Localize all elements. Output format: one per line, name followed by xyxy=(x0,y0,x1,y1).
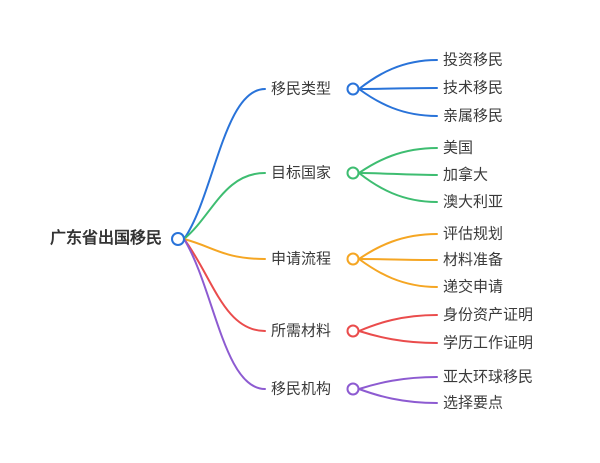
leaf-node-family-immigration[interactable]: 亲属移民 xyxy=(443,107,504,125)
branch-node-agencies[interactable]: 移民机构 xyxy=(271,380,332,398)
edge-root-to-branch-target-countries xyxy=(183,172,266,240)
branch-node-toggle-application-process[interactable] xyxy=(346,252,360,266)
edge-branch2-leaf1 xyxy=(358,258,438,261)
leaf-node-australia[interactable]: 澳大利亚 xyxy=(443,193,504,211)
leaf-node-investment-immigration[interactable]: 投资移民 xyxy=(443,51,504,69)
edge-branch2-leaf2 xyxy=(358,258,438,288)
edge-branch4-leaf1 xyxy=(358,388,438,404)
branch-node-target-countries[interactable]: 目标国家 xyxy=(271,164,332,182)
edge-root-to-branch-agencies xyxy=(183,238,266,390)
edge-branch1-leaf2 xyxy=(358,172,438,203)
edge-root-to-branch-application-process xyxy=(183,238,266,260)
edge-root-to-branch-immigration-types xyxy=(183,88,266,240)
edge-branch4-leaf0 xyxy=(358,376,438,390)
branch-node-toggle-target-countries[interactable] xyxy=(346,166,360,180)
leaf-node-submit-application[interactable]: 递交申请 xyxy=(443,278,504,296)
branch-node-required-materials[interactable]: 所需材料 xyxy=(271,322,332,340)
edge-branch3-leaf1 xyxy=(358,330,438,344)
leaf-node-canada[interactable]: 加拿大 xyxy=(443,166,489,184)
root-node-label[interactable]: 广东省出国移民 xyxy=(50,230,163,247)
leaf-node-material-preparation[interactable]: 材料准备 xyxy=(443,251,504,269)
branch-node-toggle-required-materials[interactable] xyxy=(346,324,360,338)
leaf-node-yatai-global-immigration[interactable]: 亚太环球移民 xyxy=(443,368,534,386)
edge-root-to-branch-required-materials xyxy=(183,238,266,332)
edge-branch3-leaf0 xyxy=(358,314,438,332)
edge-branch1-leaf1 xyxy=(358,172,438,176)
leaf-node-education-work-proof[interactable]: 学历工作证明 xyxy=(443,334,534,352)
edge-branch0-leaf1 xyxy=(358,87,438,90)
leaf-node-assessment-planning[interactable]: 评估规划 xyxy=(443,225,504,243)
edge-branch0-leaf0 xyxy=(358,59,438,90)
root-node-toggle[interactable] xyxy=(171,232,185,246)
branch-node-immigration-types[interactable]: 移民类型 xyxy=(271,80,332,98)
leaf-node-selection-points[interactable]: 选择要点 xyxy=(443,394,504,412)
branch-node-toggle-agencies[interactable] xyxy=(346,382,360,396)
leaf-node-usa[interactable]: 美国 xyxy=(443,139,474,157)
branch-node-application-process[interactable]: 申请流程 xyxy=(271,250,332,268)
edge-branch0-leaf2 xyxy=(358,88,438,117)
edge-branch1-leaf0 xyxy=(358,147,438,174)
branch-node-toggle-immigration-types[interactable] xyxy=(346,82,360,96)
leaf-node-skilled-immigration[interactable]: 技术移民 xyxy=(443,79,504,97)
edge-branch2-leaf0 xyxy=(358,233,438,260)
leaf-node-identity-asset-proof[interactable]: 身份资产证明 xyxy=(443,306,534,324)
